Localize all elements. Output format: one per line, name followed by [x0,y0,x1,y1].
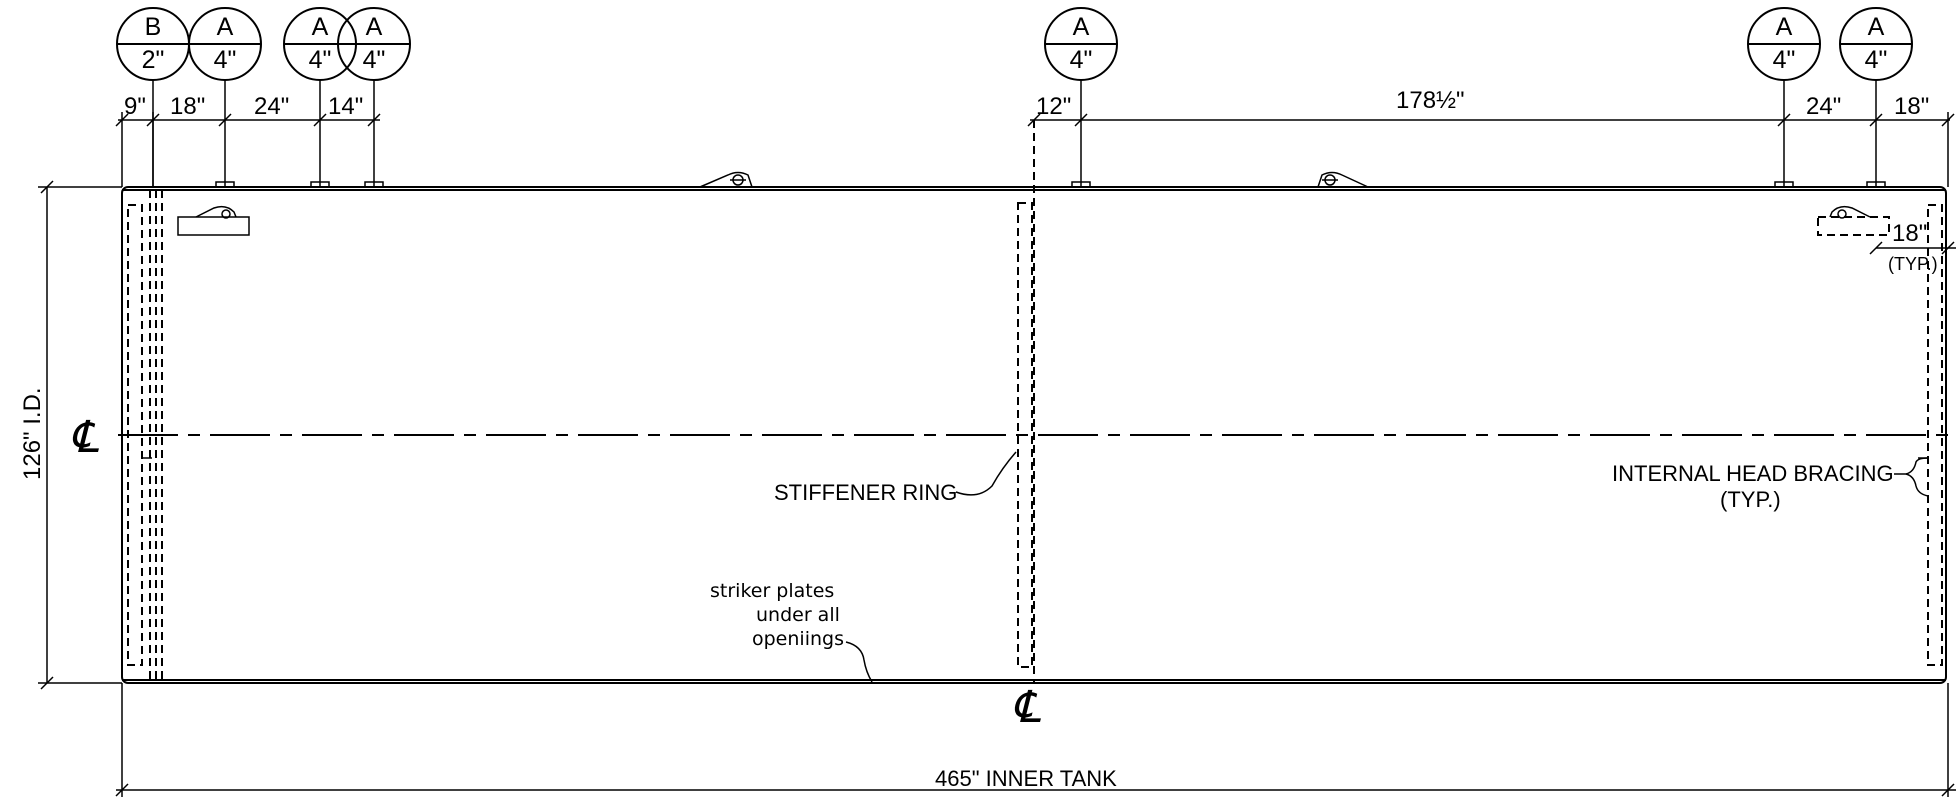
striker-note-line2: under all [756,604,840,626]
nozzle-size: 4" [1773,46,1796,74]
dim-14in: 14" [328,93,363,120]
head-bracing-label: INTERNAL HEAD BRACING [1612,461,1894,486]
bottom-centerline-symbol: ℄ [1012,682,1041,733]
dim-18in-left: 18" [170,93,205,120]
lifting-lug-right [1317,171,1369,188]
nozzle-letter: A [217,13,234,41]
head-bracing-typ: (TYP.) [1720,487,1781,512]
stiffener-ring [1017,120,1035,683]
nozzle-size: 4" [363,46,386,74]
lug-offset-dimension: 18" (TYP.) [1869,220,1956,274]
dim-24in-right: 24" [1806,93,1841,120]
striker-note-line3: openiings [752,628,844,650]
nozzle-letter: A [366,13,383,41]
dim-18in-typ: 18" [1892,220,1927,247]
striker-note-line1: striker plates [710,580,834,602]
nozzle-size: 4" [214,46,237,74]
length-dimension: 465" INNER TANK [115,683,1956,797]
nozzle-a-4in-1: A 4" [188,7,262,188]
nozzle-callouts: B 2" A 4" A 4" A 4" [116,7,1913,188]
nozzle-letter: A [312,13,329,41]
dim-9in: 9" [124,93,146,120]
nozzle-letter: A [1776,13,1793,41]
striker-note: striker plates under all openiings [710,580,873,683]
bracing-label: INTERNAL HEAD BRACING (TYP.) [1612,457,1929,512]
nozzle-letter: B [145,13,162,41]
right-head-bracing [1927,204,1943,666]
anchor-lug-left [177,205,250,236]
nozzle-size: 4" [1865,46,1888,74]
dim-18in-right: 18" [1894,93,1929,120]
nozzle-a-4in-5: A 4" [1747,7,1821,188]
nozzle-size: 4" [309,46,332,74]
anchor-lug-right [1817,205,1890,236]
height-dimension: 126" I.D. [19,180,122,690]
stiffener-label: STIFFENER RING [774,451,1017,505]
dim-height: 126" I.D. [19,387,46,480]
dim-length: 465" INNER TANK [935,766,1117,791]
dim-12in: 12" [1036,93,1071,120]
nozzle-b-2in: B 2" [116,7,190,187]
nozzle-size: 2" [142,46,165,74]
nozzle-letter: A [1868,13,1885,41]
dim-typ-note: (TYP.) [1888,254,1938,274]
nozzle-letter: A [1073,13,1090,41]
stiffener-ring-outline [1017,202,1033,668]
dim-178-half-in: 178½" [1396,87,1465,114]
nozzle-a-4in-6: A 4" [1839,7,1913,188]
lifting-lug-left [699,171,753,188]
nozzle-a-4in-4: A 4" [1044,7,1118,188]
top-dimensions: 9" 18" 24" 14" 12" 178½" 24" 18" [115,87,1955,187]
nozzle-a-4in-3: A 4" [337,7,411,188]
stiffener-ring-label: STIFFENER RING [774,480,957,505]
dim-24in-left: 24" [254,93,289,120]
left-centerline-symbol: ℄ [70,412,99,463]
nozzle-size: 4" [1070,46,1093,74]
